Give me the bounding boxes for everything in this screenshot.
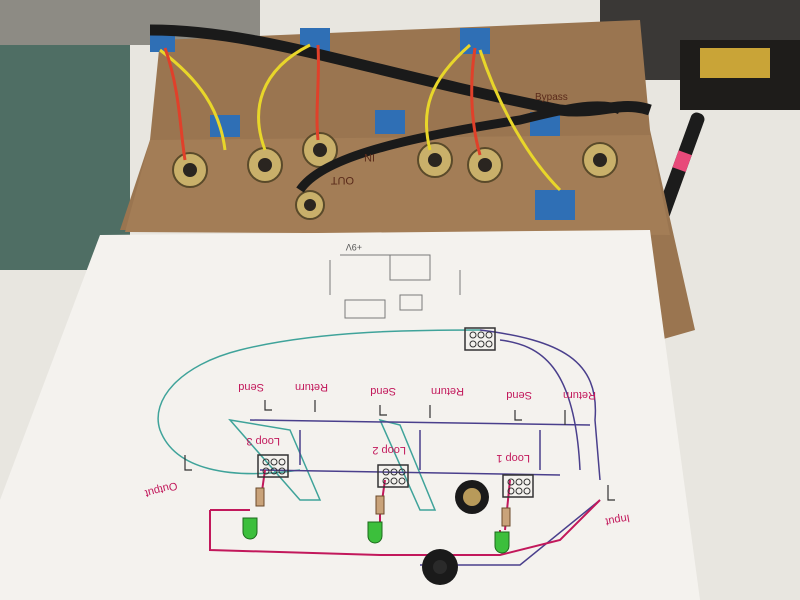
yellow-wire-4 — [478, 49, 562, 192]
input-label: Input — [604, 512, 630, 528]
purple-traces — [249, 329, 601, 566]
board-label-out: OUT — [331, 174, 355, 186]
loop1-switch — [502, 474, 534, 498]
schematic-paper — [0, 230, 700, 600]
teal-trace-2 — [228, 418, 322, 501]
pencil-sketch — [329, 254, 461, 319]
red-wire-2 — [315, 44, 320, 141]
loop1-label: Loop 1 — [496, 452, 530, 464]
return-label-loop2: Return — [431, 385, 464, 397]
switch-mid-2 — [375, 110, 405, 134]
power-label: +9V — [346, 242, 362, 252]
resistor-loop1 — [501, 507, 511, 527]
led-loop3 — [242, 517, 258, 540]
footswitch — [535, 190, 575, 220]
black-cable-2 — [296, 101, 623, 193]
led-loop1 — [494, 531, 510, 554]
loop2-label: Loop 2 — [372, 444, 406, 456]
yellow-wire-3 — [424, 43, 471, 151]
dc-jack-part — [455, 480, 489, 514]
red-wire-1 — [163, 47, 187, 161]
switch-mid-1 — [210, 115, 240, 137]
led-loop2 — [367, 521, 383, 544]
return-label-loop1: Return — [563, 389, 596, 401]
jack-6 — [582, 142, 618, 178]
jack-4 — [417, 142, 453, 178]
jack-1 — [172, 152, 208, 188]
yellow-wire-1 — [159, 48, 227, 151]
red-wire-3 — [470, 47, 482, 156]
green-towel — [0, 40, 130, 270]
return-label-loop3: Return — [295, 381, 328, 393]
send-label-loop2: Send — [370, 385, 396, 397]
jack-row — [172, 132, 618, 220]
potentiometer-part — [422, 549, 458, 585]
loop3-label: Loop 3 — [246, 435, 280, 447]
jack-5 — [467, 147, 503, 183]
resistor-loop2 — [375, 495, 385, 515]
loop2-switch — [377, 464, 409, 488]
schematic-jacks — [184, 400, 615, 501]
loop3-switch — [257, 454, 289, 478]
resistor-loop3 — [255, 487, 265, 507]
yellow-wire-2 — [257, 43, 311, 151]
teal-trace-3 — [378, 418, 437, 511]
send-label-loop1: Send — [506, 389, 532, 401]
teal-trace — [157, 329, 481, 475]
send-label-loop3: Send — [238, 381, 264, 393]
box-label — [700, 48, 770, 78]
bypass-switch — [464, 327, 496, 351]
board-label-in: IN — [364, 151, 375, 163]
board-label-bypass: Bypass — [535, 92, 568, 103]
jack-2 — [247, 147, 283, 183]
jack-7 — [295, 190, 325, 220]
